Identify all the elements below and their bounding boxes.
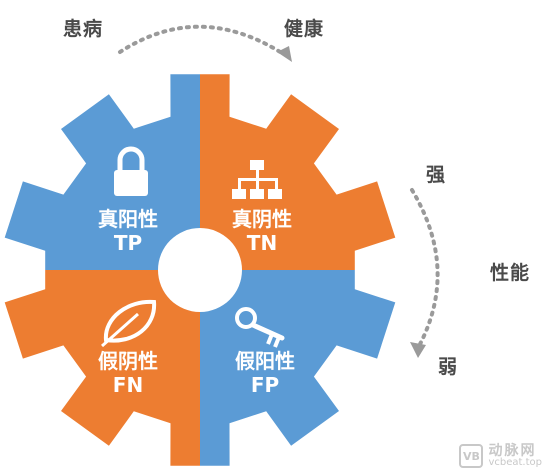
- gear-quadrant-tr: [200, 74, 396, 270]
- watermark-en: vcbeat.top: [488, 457, 542, 468]
- quadrant-fn-en: FN: [113, 373, 143, 397]
- lock-icon: [114, 146, 148, 196]
- arrow-head-right: [410, 342, 426, 358]
- watermark-cn: 动脉网: [488, 443, 537, 459]
- watermark-badge: VB: [459, 444, 484, 468]
- label-strong: 强: [426, 164, 447, 186]
- label-healthy: 健康: [284, 18, 325, 40]
- watermark: VB 动脉网 vcbeat.top: [459, 444, 542, 468]
- label-sick: 患病: [63, 18, 104, 40]
- label-performance: 性能: [490, 262, 531, 284]
- gear-quadrant-br: [200, 270, 396, 466]
- leaf-icon: [101, 299, 157, 348]
- gear-quadrant-tl: [4, 74, 200, 270]
- quadrant-fp-cn: 假阳性: [235, 349, 295, 373]
- quadrant-tn-cn: 真阴性: [232, 207, 292, 231]
- quadrant-tp-cn: 真阳性: [98, 207, 158, 231]
- key-icon: [235, 307, 285, 348]
- arrow-strong-to-weak: [410, 188, 440, 350]
- arrow-head-top: [277, 46, 292, 62]
- label-weak: 弱: [438, 356, 459, 378]
- hierarchy-icon: [232, 160, 282, 199]
- gear-center-hole: [158, 228, 242, 312]
- quadrant-tn-en: TN: [247, 231, 277, 255]
- quadrant-tp-en: TP: [114, 231, 142, 255]
- quadrant-fn-cn: 假阴性: [98, 349, 158, 373]
- arrow-sick-to-healthy: [118, 24, 287, 57]
- quadrant-fp-en: FP: [251, 373, 279, 397]
